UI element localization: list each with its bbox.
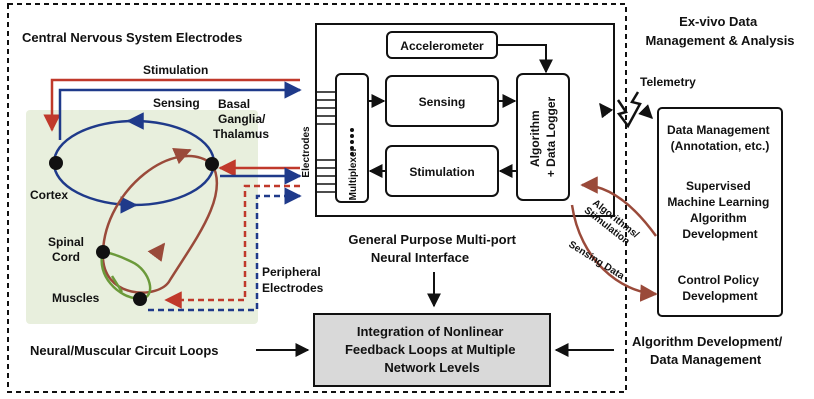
- muscles-label: Muscles: [52, 291, 100, 305]
- integration-box: [313, 313, 551, 387]
- electrode-comb: [316, 91, 336, 193]
- sensing-line: [58, 81, 302, 140]
- multiplexer-dots: [350, 128, 354, 156]
- stimulation-box-label: Stimulation: [409, 165, 474, 179]
- sensing-box-label: Sensing: [419, 95, 466, 109]
- muscle-loop-arrow: [110, 275, 124, 293]
- muscles-node: [133, 292, 147, 306]
- spinal-cord-label: Spinal Cord: [48, 235, 87, 264]
- basal-ganglia-label: Basal Ganglia/ Thalamus: [213, 97, 269, 141]
- electrodes-vertical-label: Electrodes: [301, 126, 312, 178]
- stimulation-line: [43, 78, 300, 132]
- sensing-data-curve: [570, 204, 658, 302]
- implant-boundary-frame: [7, 3, 627, 393]
- exvivo-box: [657, 107, 783, 317]
- sensing-label: Sensing: [153, 96, 200, 110]
- spinal-loop-arrow-top: [172, 147, 192, 165]
- integration-label: Integration of Nonlinear Feedback Loops …: [345, 324, 519, 375]
- algorithm-development-label: Algorithm Development/ Data Management: [632, 334, 786, 367]
- peripheral-electrodes-label: Peripheral Electrodes: [262, 265, 324, 295]
- ml-development-label: Supervised Machine Learning Algorithm De…: [667, 179, 772, 241]
- telemetry-arrow-left: [599, 102, 614, 119]
- peripheral-sense-line: [148, 187, 302, 312]
- spinal-cord-node: [96, 245, 110, 259]
- stimulation-label: Stimulation: [143, 63, 208, 77]
- telemetry-arrow-right: [638, 104, 653, 119]
- peripheral-stim-line: [164, 184, 300, 309]
- data-management-label: Data Management (Annotation, etc.): [667, 123, 773, 153]
- interface-label: General Purpose Multi-port Neural Interf…: [348, 232, 519, 265]
- algorithm-logger-box: [516, 73, 570, 201]
- cns-electrodes-title: Central Nervous System Electrodes: [22, 30, 242, 45]
- basal-ganglia-node: [205, 157, 219, 171]
- telemetry-lightning-icon: [616, 91, 642, 129]
- sensing-data-label: Sensing Data: [566, 239, 626, 282]
- circuit-loops-label: Neural/Muscular Circuit Loops: [30, 343, 219, 358]
- control-policy-label: Control Policy Development: [678, 273, 763, 303]
- cortex-label: Cortex: [30, 188, 68, 202]
- algorithm-label: Algorithm + Data Logger: [528, 97, 558, 178]
- exvivo-title: Ex-vivo Data Management & Analysis: [645, 14, 794, 48]
- accelerometer-label: Accelerometer: [400, 39, 484, 53]
- spinal-muscle-loop: [100, 250, 152, 301]
- multiplexer-label: Multiplexer: [348, 148, 359, 201]
- accel-to-algorithm-arrow: [497, 44, 553, 74]
- anatomy-panel: [26, 110, 258, 324]
- algorithms-stimulation-curve: [580, 176, 658, 237]
- cortex-node: [49, 156, 63, 170]
- telemetry-label: Telemetry: [640, 75, 696, 89]
- spinal-loop-arrow-mid: [147, 242, 166, 262]
